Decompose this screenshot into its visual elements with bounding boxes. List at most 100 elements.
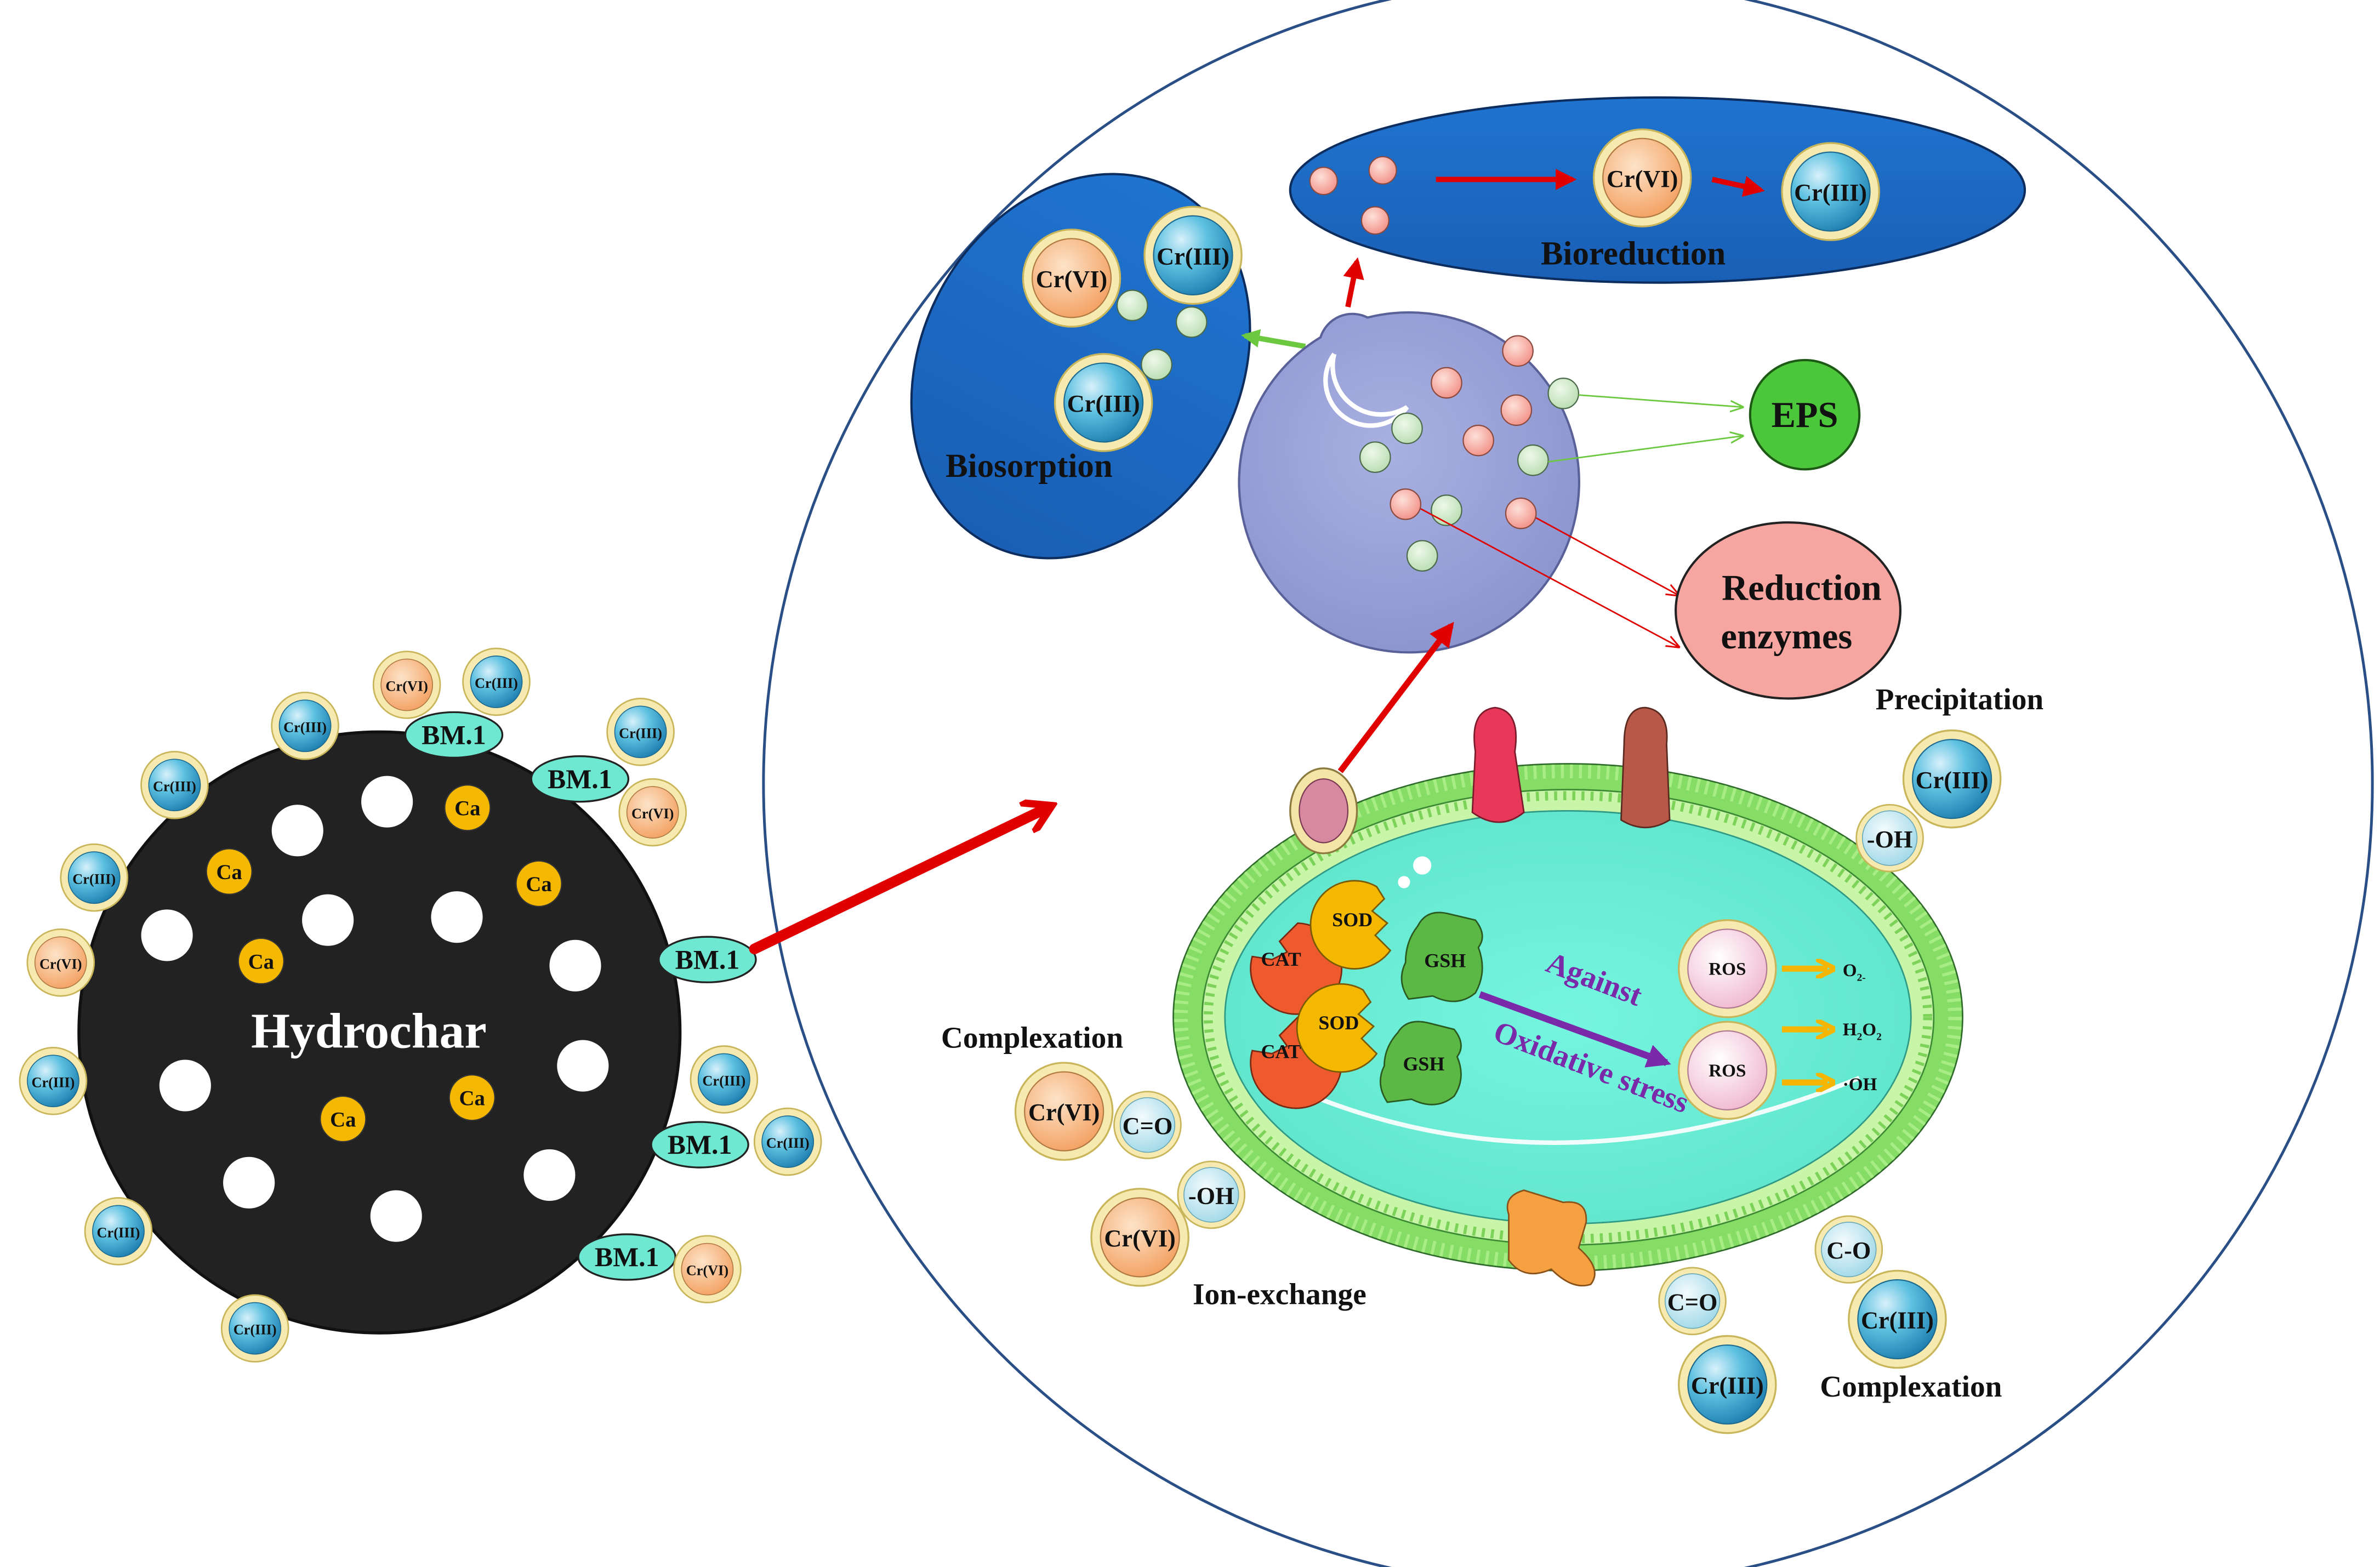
cr3-label: Cr(III) bbox=[702, 1073, 745, 1089]
ros-bubble: ROS bbox=[1677, 1021, 1777, 1120]
cr3-sphere: Cr(III) bbox=[271, 691, 339, 760]
complexation-label-right: Complexation bbox=[1820, 1370, 2002, 1403]
cr6-label: Cr(VI) bbox=[686, 1263, 728, 1279]
cr3-sphere: Cr(III) bbox=[140, 750, 209, 819]
cr3-sphere: Cr(III) bbox=[220, 1294, 289, 1363]
cell-vesicle bbox=[1238, 311, 1580, 654]
ros-bubble: ROS bbox=[1677, 919, 1777, 1018]
pore bbox=[271, 805, 323, 857]
reduction-arrow bbox=[1711, 176, 1765, 197]
pore bbox=[523, 1149, 576, 1201]
calcium-dot: Ca bbox=[206, 848, 253, 895]
pore bbox=[159, 1059, 211, 1112]
electron-donor-dot bbox=[1309, 167, 1338, 196]
membrane-channel-brown bbox=[1620, 706, 1671, 829]
bioreduction-zone: Cr(VI) Cr(III) Bioreduction bbox=[1289, 96, 2026, 284]
peroxide-label: H2O2 bbox=[1843, 1019, 1882, 1042]
bm1-label: BM.1 bbox=[548, 764, 612, 794]
calcium-dot: Ca bbox=[237, 937, 284, 985]
cr3-label: Cr(III) bbox=[1861, 1307, 1934, 1334]
adsorption-site bbox=[1175, 306, 1208, 338]
eps-label: EPS bbox=[1772, 395, 1838, 435]
electron-donor-dot bbox=[1360, 206, 1390, 235]
cr3-sphere: Cr(III) bbox=[84, 1197, 153, 1266]
cr3-label: Cr(III) bbox=[1067, 390, 1140, 417]
membrane-channel-pink bbox=[1471, 706, 1525, 823]
bm1-label: BM.1 bbox=[422, 720, 486, 750]
hydroxyl-radical-label: ·OH bbox=[1843, 1074, 1877, 1095]
bm1-microbe: BM.1 bbox=[650, 1121, 749, 1169]
eps-dot bbox=[1391, 412, 1423, 445]
precipitation-label: Precipitation bbox=[1876, 682, 2044, 716]
eps-secretion-arrow bbox=[1548, 436, 1743, 463]
pore bbox=[557, 1040, 609, 1092]
biosorption-label: Biosorption bbox=[946, 448, 1113, 485]
reduction-enzymes-node: Reduction enzymes bbox=[1675, 521, 1902, 700]
bm1-microbe: BM.1 bbox=[404, 711, 504, 759]
eps-dot bbox=[1517, 444, 1549, 476]
membrane-transporter-orange bbox=[1506, 1189, 1596, 1287]
reduction-enzymes-label-line2: enzymes bbox=[1721, 617, 1852, 657]
cr3-sphere: Cr(III) bbox=[1677, 1335, 1777, 1434]
calcium-dot: Ca bbox=[515, 860, 562, 907]
cr6-label: Cr(VI) bbox=[39, 956, 82, 972]
vesicle-body bbox=[1238, 311, 1580, 654]
ether-group: C-O bbox=[1814, 1215, 1883, 1284]
eps-secretion-arrow bbox=[1578, 394, 1743, 407]
reductase-dot bbox=[1505, 497, 1537, 529]
gsh-molecule: GSH bbox=[1379, 1021, 1462, 1106]
cat-label: CAT bbox=[1261, 948, 1301, 970]
reduction-enzymes-label-line1: Reduction bbox=[1722, 568, 1882, 608]
gsh-molecule: GSH bbox=[1400, 911, 1483, 1002]
reductase-dot bbox=[1502, 335, 1534, 367]
sod-enzyme: SOD bbox=[1309, 880, 1392, 970]
eps-dot bbox=[1359, 441, 1391, 473]
bm1-microbe: BM.1 bbox=[577, 1233, 676, 1281]
superoxide-label: O2- bbox=[1843, 960, 1866, 983]
calcium-label: Ca bbox=[248, 950, 274, 973]
bm1-label: BM.1 bbox=[668, 1130, 732, 1160]
cr3-label: Cr(III) bbox=[31, 1074, 75, 1090]
complexation-label-left: Complexation bbox=[941, 1021, 1123, 1054]
vesicle-to-biosorption-arrow bbox=[1241, 329, 1306, 349]
cr3-label: Cr(III) bbox=[1157, 243, 1229, 270]
pore bbox=[370, 1190, 422, 1242]
cr3-label: Cr(III) bbox=[72, 871, 116, 887]
reductase-dot bbox=[1462, 424, 1494, 457]
cr6-sphere: Cr(VI) bbox=[1090, 1188, 1189, 1287]
carbonyl-group: C=O bbox=[1658, 1267, 1727, 1336]
membrane-vesicle-budding bbox=[1289, 767, 1358, 854]
cr3-sphere: Cr(III) bbox=[1143, 206, 1243, 305]
bm1-microbes: BM.1 BM.1 BM.1 BM.1 BM.1 bbox=[404, 711, 757, 1281]
cr3-sphere: Cr(III) bbox=[606, 698, 675, 766]
carbonyl-group: C=O bbox=[1113, 1091, 1182, 1159]
cr6-sphere: Cr(VI) bbox=[1014, 1062, 1114, 1161]
ion-exchange-label: Ion-exchange bbox=[1193, 1277, 1366, 1310]
cr6-sphere: Cr(VI) bbox=[1592, 128, 1692, 227]
cr3-sphere: Cr(III) bbox=[753, 1107, 822, 1176]
cr3-label: Cr(III) bbox=[1916, 767, 1989, 794]
cr3-label: Cr(III) bbox=[1794, 179, 1867, 206]
cr6-label: Cr(VI) bbox=[1028, 1099, 1100, 1126]
bm1-microbe: BM.1 bbox=[530, 755, 630, 803]
ros-label: ROS bbox=[1709, 1061, 1746, 1081]
pore bbox=[302, 894, 354, 946]
cr6-sphere: Cr(VI) bbox=[673, 1235, 742, 1303]
cat-label: CAT bbox=[1261, 1041, 1301, 1063]
hydrochar-pores bbox=[141, 776, 609, 1242]
antioxidant-enzymes: CAT CAT SOD SOD GSH GSH bbox=[1250, 880, 1483, 1109]
calcium-dot: Ca bbox=[448, 1074, 496, 1121]
cr6-label: Cr(VI) bbox=[631, 806, 674, 822]
cr3-label: Cr(III) bbox=[1691, 1372, 1764, 1399]
cell-to-vesicle-arrow bbox=[1337, 622, 1454, 773]
cr3-label: Cr(III) bbox=[283, 719, 327, 735]
hydroxyl-label: -OH bbox=[1188, 1183, 1234, 1210]
eps-node: EPS bbox=[1749, 358, 1861, 471]
bm1-label: BM.1 bbox=[595, 1242, 659, 1272]
hydrochar-cr-species: Cr(VI) Cr(III) Cr(III) Cr(III) Cr(III) C… bbox=[19, 647, 822, 1363]
cr3-sphere: Cr(III) bbox=[1848, 1269, 1947, 1369]
gsh-label: GSH bbox=[1424, 950, 1466, 972]
cr6-sphere: Cr(VI) bbox=[1022, 229, 1121, 328]
pore bbox=[361, 776, 413, 828]
cr3-sphere: Cr(III) bbox=[690, 1045, 759, 1114]
